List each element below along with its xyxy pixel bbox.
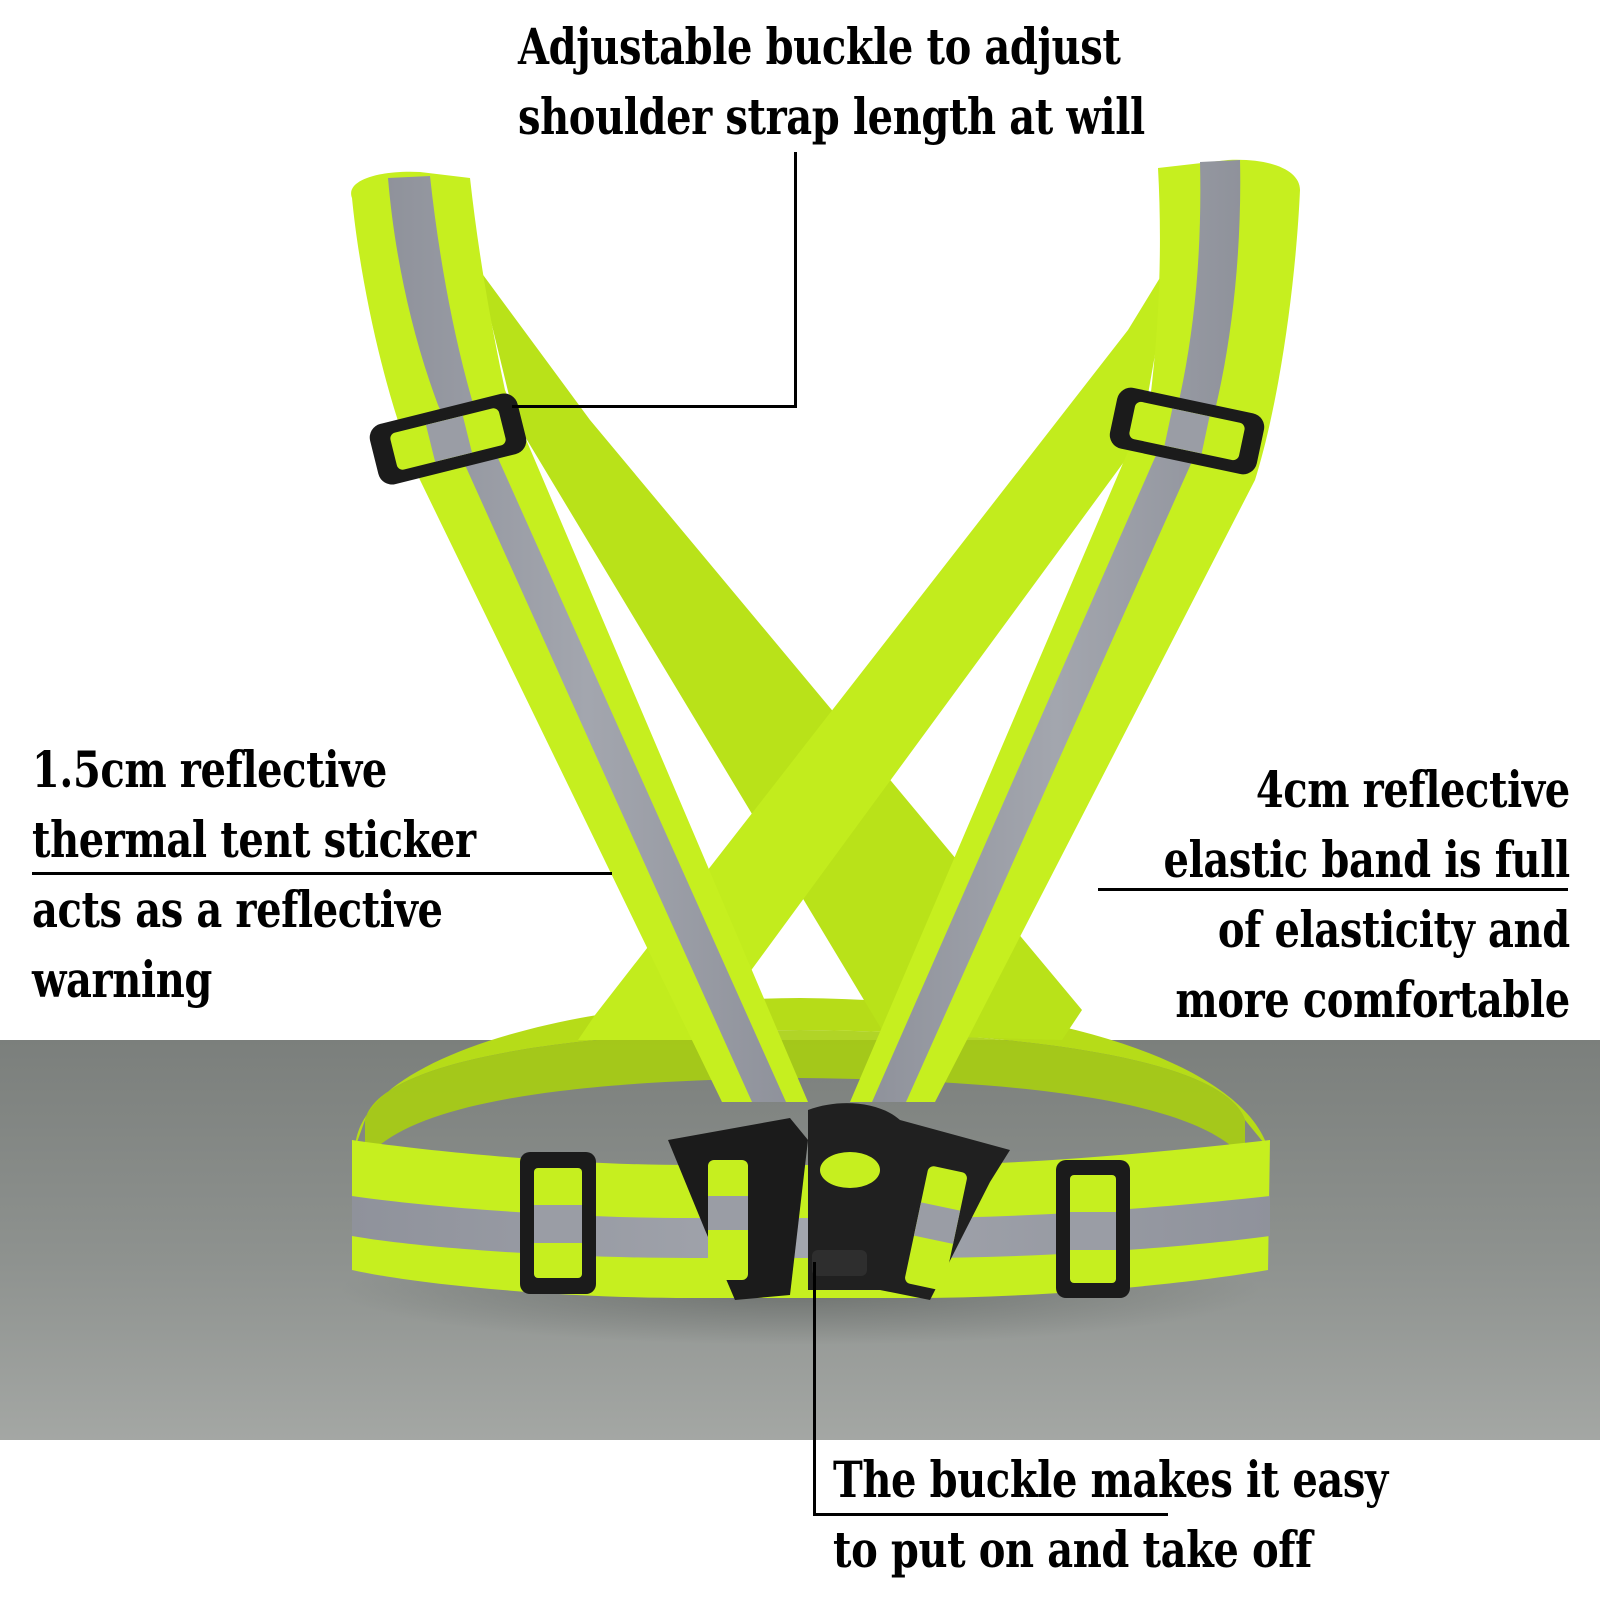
leader-bottom-vertical — [813, 1262, 816, 1515]
callout-center-buckle: The buckle makes it easy to put on and t… — [833, 1445, 1388, 1585]
leader-left — [32, 872, 612, 875]
leader-bottom-horizontal — [813, 1513, 1168, 1516]
callout-top-line-2: shoulder strap length at will — [518, 87, 1145, 146]
callout-bottom-line-2: to put on and take off — [833, 1520, 1312, 1579]
rear-strap-b — [578, 258, 1172, 1040]
leader-top-vertical — [794, 152, 797, 407]
callout-right-line-3: of elasticity and — [1218, 900, 1570, 959]
callout-top-line-1: Adjustable buckle to adjust — [518, 17, 1121, 76]
callout-reflective-sticker: 1.5cm reflective thermal tent sticker ac… — [32, 735, 476, 1015]
right-front-strap-reflective-stripe — [872, 160, 1241, 1102]
left-shoulder-slide-buckle-icon — [369, 393, 527, 485]
rear-strap-a — [478, 268, 1082, 1040]
leader-top-horizontal — [512, 405, 797, 408]
left-waist-slide-buckle-icon — [520, 1152, 596, 1294]
callout-right-line-4: more comfortable — [1175, 970, 1571, 1029]
callout-right-line-2: elastic band is full — [1163, 830, 1571, 889]
callout-left-line-4: warning — [32, 950, 212, 1009]
waist-band-back-inner — [365, 1030, 1245, 1160]
left-front-strap-reflective-stripe — [388, 176, 786, 1102]
callout-left-line-2: thermal tent sticker — [32, 810, 476, 869]
right-waist-slide-buckle-icon — [1056, 1160, 1130, 1298]
callout-right-line-1: 4cm reflective — [1256, 760, 1570, 819]
leader-right — [1098, 888, 1568, 891]
callout-left-line-1: 1.5cm reflective — [32, 740, 387, 799]
callout-bottom-line-1: The buckle makes it easy — [833, 1450, 1388, 1509]
callout-adjustable-buckle: Adjustable buckle to adjust shoulder str… — [518, 12, 1145, 152]
right-shoulder-slide-buckle-icon — [1109, 387, 1265, 475]
center-side-release-buckle-icon — [668, 1103, 1010, 1300]
callout-elastic-band: 4cm reflective elastic band is full of e… — [1163, 755, 1571, 1035]
callout-left-line-3: acts as a reflective — [32, 880, 443, 939]
